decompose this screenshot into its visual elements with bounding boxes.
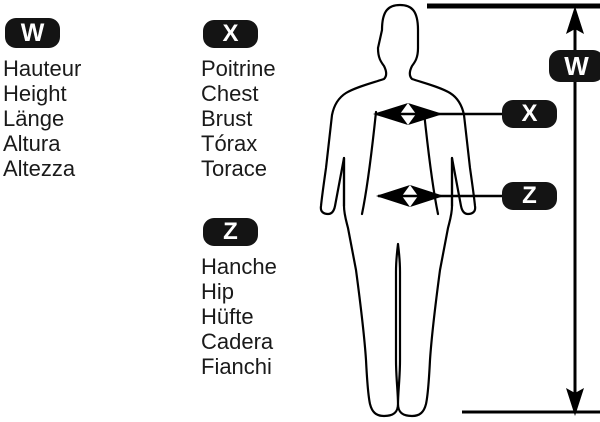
legend-label-w-es: Altura	[3, 131, 61, 156]
legend-label-x-es: Tórax	[201, 131, 258, 156]
legend-label-z-en: Hip	[201, 279, 235, 304]
legend-label-w-de: Länge	[3, 106, 65, 131]
hip-measure-arrow-z	[376, 185, 505, 207]
legend-label-z-fr: Hanche	[201, 254, 277, 279]
figure-badge-w: W	[549, 50, 600, 82]
legend-label-z-it: Fianchi	[201, 354, 272, 379]
legend-label-z-es: Cadera	[201, 329, 274, 354]
legend-label-x-it: Torace	[201, 156, 268, 181]
legend-label-x-de: Brust	[201, 106, 253, 131]
chest-measure-arrow-x	[373, 103, 505, 125]
figure-badge-z: Z	[502, 182, 557, 210]
legend-labels-x: Poitrine Chest Brust Tórax Torace	[201, 56, 276, 181]
legend-label-w-en: Height	[3, 81, 67, 106]
legend-badge-z: Z	[203, 218, 258, 246]
legend-labels-z: Hanche Hip Hüfte Cadera Fianchi	[201, 254, 277, 379]
legend-label-x-fr: Poitrine	[201, 56, 276, 81]
figure-badge-x: X	[502, 100, 557, 128]
legend-label-w-it: Altezza	[3, 156, 76, 181]
legend-label-z-de: Hüfte	[201, 304, 254, 329]
legend-label-x-en: Chest	[201, 81, 259, 106]
legend-label-w-fr: Hauteur	[3, 56, 82, 81]
legend-badge-x: X	[203, 20, 258, 48]
legend-badge-w: W	[5, 18, 60, 48]
legend-labels-w: Hauteur Height Länge Altura Altezza	[3, 56, 81, 181]
body-outline-icon	[319, 3, 477, 418]
